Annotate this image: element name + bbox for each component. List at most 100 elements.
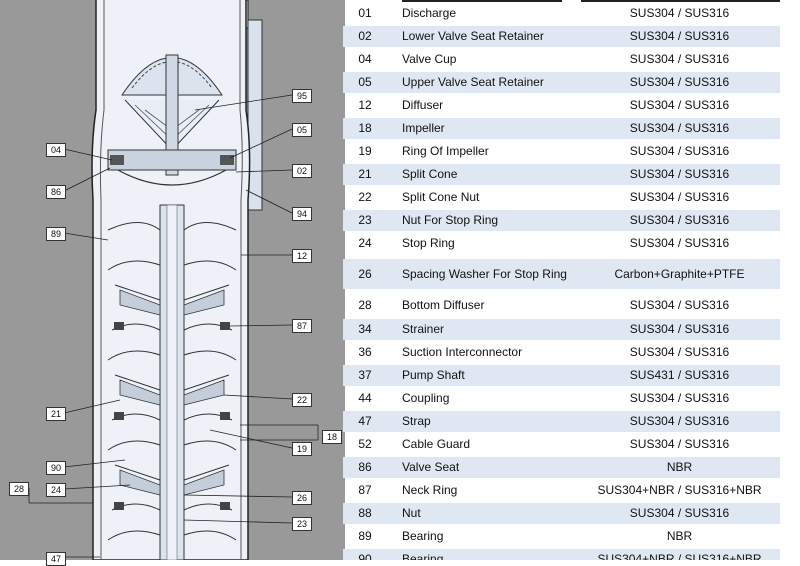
part-material: NBR xyxy=(666,460,693,474)
part-name: Upper Valve Seat Retainer xyxy=(402,75,544,89)
part-number: 89 xyxy=(358,529,372,543)
part-material: SUS304+NBR / SUS316+NBR xyxy=(597,552,762,560)
part-material: NBR xyxy=(666,529,693,543)
part-name: Valve Cup xyxy=(402,52,457,66)
part-number: 86 xyxy=(358,460,372,474)
part-name: Split Cone xyxy=(402,167,458,181)
part-name: Discharge xyxy=(402,6,457,20)
part-number: 04 xyxy=(358,52,372,66)
part-name: Strainer xyxy=(402,322,445,336)
callout-28: 28 xyxy=(9,482,29,496)
callout-47: 47 xyxy=(46,552,66,566)
part-number: 12 xyxy=(358,98,372,112)
part-material: SUS304 / SUS316 xyxy=(629,414,730,428)
part-number: 05 xyxy=(358,75,372,89)
part-row-88: 88 Nut SUS304 / SUS316 xyxy=(343,503,780,524)
part-name: Nut xyxy=(402,506,421,520)
part-number: 21 xyxy=(358,167,372,181)
part-material: SUS304 / SUS316 xyxy=(629,121,730,135)
callout-24: 24 xyxy=(46,483,66,497)
table-top-border-left xyxy=(402,0,562,2)
callout-94: 94 xyxy=(292,207,312,221)
part-name: Pump Shaft xyxy=(402,368,465,382)
part-material: SUS304 / SUS316 xyxy=(629,75,730,89)
part-material: Carbon+Graphite+PTFE xyxy=(614,267,745,281)
part-number: 23 xyxy=(358,213,372,227)
part-row-90: 90 Bearing SUS304+NBR / SUS316+NBR xyxy=(343,549,780,560)
part-number: 37 xyxy=(358,368,372,382)
part-number: 90 xyxy=(358,552,372,560)
part-number: 02 xyxy=(358,29,372,43)
part-row-21: 21 Split Cone SUS304 / SUS316 xyxy=(343,164,780,185)
callout-86: 86 xyxy=(46,185,66,199)
part-material: SUS304 / SUS316 xyxy=(629,29,730,43)
part-name: Split Cone Nut xyxy=(402,190,480,204)
part-material: SUS304 / SUS316 xyxy=(629,437,730,451)
part-name: Ring Of Impeller xyxy=(402,144,489,158)
part-name: Neck Ring xyxy=(402,483,458,497)
callout-18: 18 xyxy=(322,430,342,444)
part-name: Stop Ring xyxy=(402,236,455,250)
part-number: 44 xyxy=(358,391,372,405)
part-name: Cable Guard xyxy=(402,437,471,451)
part-name: Nut For Stop Ring xyxy=(402,213,499,227)
part-name: Bearing xyxy=(402,552,444,560)
part-number: 18 xyxy=(358,121,372,135)
part-material: SUS304 / SUS316 xyxy=(629,190,730,204)
callout-21: 21 xyxy=(46,407,66,421)
part-material: SUS304 / SUS316 xyxy=(629,167,730,181)
pump-drawing xyxy=(28,0,319,560)
part-number: 47 xyxy=(358,414,372,428)
part-number: 24 xyxy=(358,236,372,250)
callout-89: 89 xyxy=(46,227,66,241)
part-name: Spacing Washer For Stop Ring xyxy=(402,267,567,281)
part-row-86: 86 Valve Seat NBR xyxy=(343,457,780,478)
part-material: SUS304 / SUS316 xyxy=(629,322,730,336)
callout-19: 19 xyxy=(292,442,312,456)
part-number: 52 xyxy=(358,437,372,451)
pump-cross-section-diagram: 04 86 89 21 90 24 28 47 95 05 02 94 12 8… xyxy=(0,0,345,566)
part-row-26: 26 Spacing Washer For Stop Ring Carbon+Gra… xyxy=(343,259,780,289)
part-row-22: 22 Split Cone Nut SUS304 / SUS316 xyxy=(343,187,780,208)
part-number: 22 xyxy=(358,190,372,204)
part-number: 28 xyxy=(358,298,372,312)
part-row-47: 47 Strap SUS304 / SUS316 xyxy=(343,411,780,432)
part-material: SUS304 / SUS316 xyxy=(629,391,730,405)
part-row-52: 52 Cable Guard SUS304 / SUS316 xyxy=(343,434,780,455)
part-name: Bottom Diffuser xyxy=(402,298,485,312)
callout-23: 23 xyxy=(292,517,312,531)
part-row-05: 05 Upper Valve Seat Retainer SUS304 / SUS3… xyxy=(343,72,780,93)
part-name: Lower Valve Seat Retainer xyxy=(402,29,544,43)
part-name: Strap xyxy=(402,414,431,428)
table-top-border-right xyxy=(581,0,780,2)
part-number: 36 xyxy=(358,345,372,359)
part-number: 26 xyxy=(358,267,372,281)
part-name: Impeller xyxy=(402,121,445,135)
part-material: SUS304 / SUS316 xyxy=(629,236,730,250)
part-row-89: 89 Bearing NBR xyxy=(343,526,780,547)
part-row-24: 24 Stop Ring SUS304 / SUS316 xyxy=(343,233,780,254)
part-material: SUS304 / SUS316 xyxy=(629,98,730,112)
callout-04: 04 xyxy=(46,143,66,157)
part-material: SUS304 / SUS316 xyxy=(629,144,730,158)
part-name: Valve Seat xyxy=(402,460,460,474)
callout-95: 95 xyxy=(292,89,312,103)
part-name: Bearing xyxy=(402,529,444,543)
callout-87: 87 xyxy=(292,319,312,333)
part-row-02: 02 Lower Valve Seat Retainer SUS304 / SUS3… xyxy=(343,26,780,47)
part-number: 88 xyxy=(358,506,372,520)
callout-22: 22 xyxy=(292,393,312,407)
callout-02: 02 xyxy=(292,164,312,178)
callout-05: 05 xyxy=(292,123,312,137)
part-material: SUS304 / SUS316 xyxy=(629,506,730,520)
part-material: SUS431 / SUS316 xyxy=(629,368,730,382)
